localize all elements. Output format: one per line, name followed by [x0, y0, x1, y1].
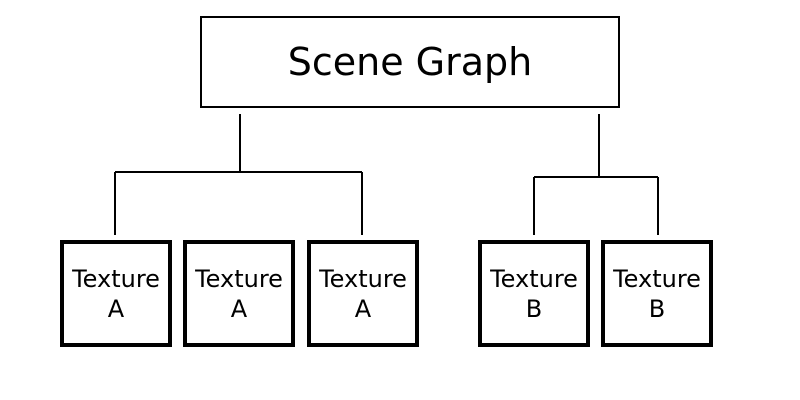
texture-a-node: Texture A [183, 240, 295, 347]
texture-b-node-variant: B [525, 294, 543, 323]
texture-a-node-label: Texture [319, 264, 407, 293]
texture-b-node-variant: B [648, 294, 666, 323]
texture-a-node-variant: A [354, 294, 372, 323]
texture-b-node: Texture B [601, 240, 713, 347]
texture-a-node-variant: A [230, 294, 248, 323]
texture-b-node: Texture B [478, 240, 590, 347]
scene-graph-root-node: Scene Graph [200, 16, 620, 108]
texture-a-node-label: Texture [72, 264, 160, 293]
texture-a-node: Texture A [60, 240, 172, 347]
texture-a-node-variant: A [107, 294, 125, 323]
root-node-label: Scene Graph [287, 40, 533, 84]
texture-b-node-label: Texture [490, 264, 578, 293]
texture-b-node-label: Texture [613, 264, 701, 293]
texture-a-node: Texture A [307, 240, 419, 347]
texture-a-node-label: Texture [195, 264, 283, 293]
